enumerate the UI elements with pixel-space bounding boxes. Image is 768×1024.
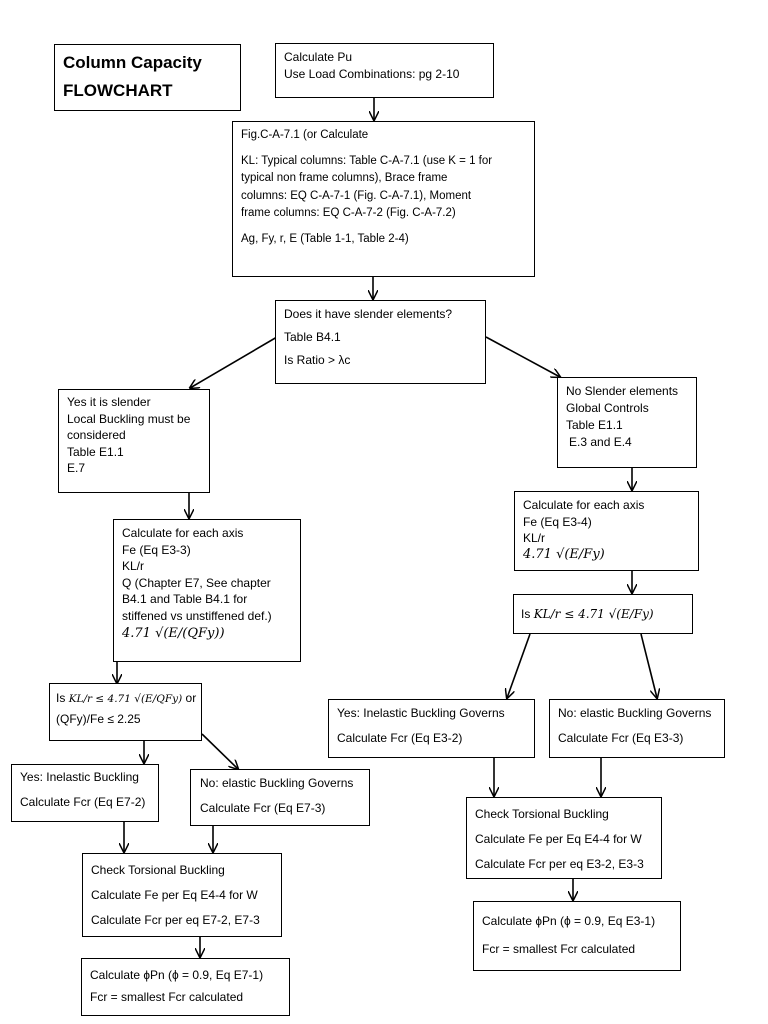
- yes-inelastic-right-line-1: Yes: Inelastic Buckling Governs: [337, 706, 505, 720]
- calc-left-line-5: B4.1 and Table B4.1 for: [122, 592, 248, 606]
- no-slender-line-1: No Slender elements: [566, 384, 679, 398]
- yes-inelastic-left-line-2: Calculate Fcr (Eq E7-2): [20, 795, 146, 809]
- calculate-pu-box: Calculate Pu Use Load Combinations: pg 2…: [275, 43, 494, 98]
- ratio-left-or: or: [185, 691, 197, 705]
- calc-right-line-3: KL/r: [523, 531, 546, 545]
- phipn-right-line-1: Calculate ɸPn (ϕ = 0.9, Eq E3-1): [482, 914, 656, 928]
- yes-inelastic-right-box: Yes: Inelastic Buckling Governs Calculat…: [328, 699, 535, 758]
- phipn-left-line-2: Fcr = smallest Fcr calculated: [90, 990, 244, 1004]
- slender-question-box: Does it have slender elements? Table B4.…: [275, 300, 486, 384]
- torsion-right-line-1: Check Torsional Buckling: [475, 807, 609, 821]
- ratio-right-expression: KL/r ≤ 4.71 √(E/Fy): [533, 607, 654, 621]
- arrow-slender-to-yes: [190, 336, 278, 388]
- pu-line-1: Calculate Pu: [284, 50, 353, 64]
- ratio-left-is: Is: [56, 691, 66, 705]
- no-elastic-left-box: No: elastic Buckling Governs Calculate F…: [190, 769, 370, 826]
- calc-each-axis-right-box: Calculate for each axis Fe (Eq E3-4) KL/…: [514, 491, 699, 571]
- torsional-buckling-right-box: Check Torsional Buckling Calculate Fe pe…: [466, 797, 662, 879]
- no-elastic-right-box: No: elastic Buckling Governs Calculate F…: [549, 699, 725, 758]
- phipn-right-line-2: Fcr = smallest Fcr calculated: [482, 942, 636, 956]
- yes-inelastic-left-box: Yes: Inelastic Buckling Calculate Fcr (E…: [11, 764, 159, 822]
- ratio-check-left-box: Is KL/r ≤ 4.71 √(E/QFy) or (QFy)/Fe ≤ 2.…: [49, 683, 202, 741]
- calc-left-line-2: Fe (Eq E3-3): [122, 542, 191, 557]
- arrow-slender-to-no: [485, 336, 560, 377]
- torsion-right-line-2: Calculate Fe per Eq E4-4 for W: [475, 832, 642, 846]
- yes-inelastic-left-line-1: Yes: Inelastic Buckling: [20, 770, 139, 784]
- no-elastic-right-line-2: Calculate Fcr (Eq E3-3): [558, 731, 684, 745]
- calc-right-line-4: 4.71 √(E/Fy): [523, 546, 605, 562]
- no-slender-line-3: Table E1.1: [566, 418, 623, 432]
- yes-slender-line-3: considered: [67, 428, 126, 442]
- yes-slender-line-5: E.7: [67, 461, 86, 475]
- calc-left-line-1: Calculate for each axis: [122, 526, 244, 540]
- yes-slender-line-2: Local Buckling must be: [67, 411, 191, 426]
- torsional-buckling-left-box: Check Torsional Buckling Calculate Fe pe…: [82, 853, 282, 937]
- yes-slender-line-1: Yes it is slender: [67, 395, 151, 409]
- ratio-check-right-box: Is KL/r ≤ 4.71 √(E/Fy): [513, 594, 693, 634]
- calc-left-line-3: KL/r: [122, 559, 145, 573]
- slender-q-line-1: Does it have slender elements?: [284, 307, 453, 321]
- nominal-capacity-right-box: Calculate ɸPn (ϕ = 0.9, Eq E3-1) Fcr = s…: [473, 901, 681, 971]
- calc-left-line-7: 4.71 √(E/(QFy)): [122, 626, 225, 641]
- nominal-capacity-left-box: Calculate ɸPn (ϕ = 0.9, Eq E7-1) Fcr = s…: [81, 958, 290, 1016]
- yes-inelastic-right-line-2: Calculate Fcr (Eq E3-2): [337, 731, 463, 745]
- title-line-1: Column Capacity: [63, 53, 202, 72]
- title-line-2: FLOWCHART: [63, 81, 173, 100]
- arrow-ratio-right-to-no: [640, 633, 657, 698]
- kl-line-4: columns: EQ C-A-7-1 (Fig. C-A-7.1), Mome…: [241, 189, 472, 202]
- pu-line-2: Use Load Combinations: pg 2-10: [284, 67, 460, 81]
- kl-line-3: typical non frame columns), Brace frame: [241, 172, 448, 184]
- arrow-ratio-left-to-no: [201, 733, 238, 769]
- ratio-right-is: Is: [521, 607, 531, 621]
- flowchart-title: Column Capacity FLOWCHART: [54, 44, 241, 111]
- slender-q-line-2: Table B4.1: [284, 330, 341, 344]
- torsion-right-line-3: Calculate Fcr per eq E3-2, E3-3: [475, 857, 644, 871]
- no-slender-box: No Slender elements Global Controls Tabl…: [557, 377, 697, 468]
- calc-right-line-1: Calculate for each axis: [523, 498, 645, 512]
- phipn-left-line-1: Calculate ɸPn (ϕ = 0.9, Eq E7-1): [90, 968, 264, 982]
- no-slender-line-4: E.3 and E.4: [569, 435, 632, 449]
- ratio-left-expression: KL/r ≤ 4.71 √(E/QFy): [68, 693, 183, 705]
- no-elastic-left-line-2: Calculate Fcr (Eq E7-3): [200, 801, 326, 815]
- calc-left-line-4: Q (Chapter E7, See chapter: [122, 575, 271, 590]
- arrow-ratio-right-to-yes: [507, 633, 531, 698]
- no-elastic-right-line-1: No: elastic Buckling Governs: [558, 706, 712, 720]
- kl-line-6: Ag, Fy, r, E (Table 1-1, Table 2-4): [241, 232, 409, 245]
- yes-slender-box: Yes it is slender Local Buckling must be…: [58, 389, 210, 493]
- calc-each-axis-left-box: Calculate for each axis Fe (Eq E3-3) KL/…: [113, 519, 301, 662]
- effective-length-box: Fig.C-A-7.1 (or Calculate KL: Typical co…: [232, 121, 535, 277]
- no-slender-line-2: Global Controls: [566, 401, 649, 415]
- kl-line-5: frame columns: EQ C-A-7-2 (Fig. C-A-7.2): [241, 207, 456, 219]
- torsion-left-line-2: Calculate Fe per Eq E4-4 for W: [91, 888, 258, 902]
- kl-line-1: Fig.C-A-7.1 (or Calculate: [241, 129, 369, 141]
- slender-q-line-3: Is Ratio > λc: [284, 353, 351, 367]
- torsion-left-line-1: Check Torsional Buckling: [91, 863, 225, 877]
- calc-left-line-6: stiffened vs unstiffened def.): [122, 608, 272, 623]
- kl-line-2: KL: Typical columns: Table C-A-7.1 (use …: [241, 154, 493, 167]
- no-elastic-left-line-1: No: elastic Buckling Governs: [200, 776, 354, 790]
- ratio-left-line-2: (QFy)/Fe ≤ 2.25: [56, 712, 141, 726]
- calc-right-line-2: Fe (Eq E3-4): [523, 514, 592, 529]
- yes-slender-line-4: Table E1.1: [67, 444, 124, 459]
- torsion-left-line-3: Calculate Fcr per eq E7-2, E7-3: [91, 913, 260, 927]
